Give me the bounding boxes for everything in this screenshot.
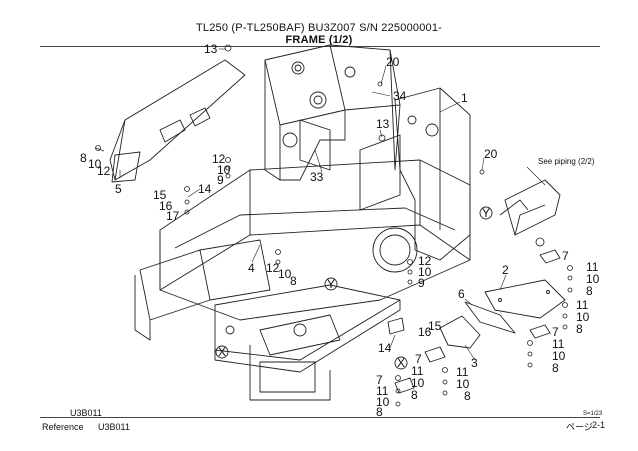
callout-label: 13: [204, 42, 218, 56]
callout-label: 6: [458, 287, 465, 301]
reference-label: Reference: [42, 422, 84, 432]
bar-6: [464, 301, 516, 334]
drawing-subtitle: FRAME (1/2): [285, 34, 353, 46]
callout-label: 10: [217, 163, 231, 177]
callout-label: 17: [166, 209, 180, 223]
ref-circle-x2: [394, 356, 408, 370]
tower-uprights: [264, 44, 401, 211]
callout-label: 9: [418, 276, 425, 290]
callout-label: 8: [586, 284, 593, 298]
plate-3: [439, 315, 481, 349]
callout-label: 11: [376, 384, 389, 398]
callout-label: 7: [562, 249, 569, 263]
callout-label: 7: [552, 325, 559, 339]
see-piping-note: See piping (2/2): [538, 157, 595, 166]
reference-code: U3B011: [98, 422, 130, 432]
callout-label: 7: [376, 373, 383, 387]
callout-label: 8: [464, 389, 471, 403]
callout-label: 10: [552, 349, 566, 363]
callout-numbers: 13 20 34 1 13 20 33 12 10 9 8 10 12 5 15…: [80, 42, 600, 419]
ref-letter-y1: Y: [482, 206, 490, 220]
callout-label: 34: [393, 89, 407, 103]
callout-label: 8: [411, 388, 418, 402]
callout-label: 12: [212, 152, 226, 166]
callout-label: 15: [153, 188, 167, 202]
callout-label: 10: [576, 310, 590, 324]
callout-label: 20: [386, 55, 400, 69]
callout-label: 2: [502, 263, 509, 277]
callout-label: 7: [415, 352, 422, 366]
callout-label: 11: [552, 337, 565, 351]
callout-label: 10: [456, 377, 470, 391]
scale-label: S=1/23: [583, 411, 603, 417]
header-divider: [40, 46, 600, 47]
callout-label: 12: [97, 164, 111, 178]
callout-label: 12: [266, 261, 280, 275]
main-frame: [134, 159, 471, 401]
page-label: ページ: [566, 422, 593, 432]
callout-label: 11: [456, 365, 469, 379]
callout-label: 16: [159, 199, 173, 213]
callout-label: 11: [576, 298, 589, 312]
callout-label: 16: [418, 325, 432, 339]
callout-label: 11: [586, 260, 599, 274]
left-arm: [109, 59, 246, 183]
callout-label: 4: [248, 261, 255, 275]
callout-label: 3: [471, 356, 478, 370]
callout-label: 8: [576, 322, 583, 336]
callout-label: 10: [418, 265, 432, 279]
plate-2: [484, 279, 566, 319]
callout-label: 5: [115, 182, 122, 196]
drawing-title: TL250 (P-TL250BAF) BU3Z007 S/N 225000001…: [195, 22, 443, 34]
footer-divider: [40, 417, 600, 418]
callout-label: 10: [278, 267, 292, 281]
leader-lines: [119, 48, 546, 361]
page-number: 2-1: [592, 420, 606, 430]
callout-label: 10: [88, 157, 102, 171]
callout-label: 33: [310, 170, 324, 184]
callout-label: 14: [198, 182, 212, 196]
callout-label: 1: [461, 91, 468, 105]
ref-letter-y2: Y: [327, 277, 335, 291]
ref-circle-x1: [215, 345, 229, 359]
callout-label: 8: [376, 405, 383, 419]
callout-label: 11: [411, 364, 424, 378]
callout-label: 20: [484, 147, 498, 161]
callout-label: 13: [376, 117, 390, 131]
callout-label: 8: [552, 361, 559, 375]
ref-circle-y2: [324, 277, 338, 291]
callout-label: 10: [411, 376, 425, 390]
ref-letter-x1: X: [218, 345, 226, 359]
small-pads: [387, 249, 561, 394]
piping-bracket: [499, 179, 561, 236]
callout-label: 10: [376, 395, 390, 409]
callout-label: 8: [80, 151, 87, 165]
callout-label: 9: [217, 173, 224, 187]
drawing-code: U3B011: [70, 408, 102, 418]
callout-label: 8: [290, 274, 297, 288]
ref-circle-y1: [479, 206, 493, 220]
callout-label: 15: [428, 319, 442, 333]
bolt-stacks: [95, 44, 573, 407]
callout-label: 10: [586, 272, 600, 286]
right-side-panel: [372, 87, 471, 273]
callout-label: 12: [418, 254, 432, 268]
callout-label: 14: [378, 341, 392, 355]
ref-letter-x2: X: [397, 356, 405, 370]
